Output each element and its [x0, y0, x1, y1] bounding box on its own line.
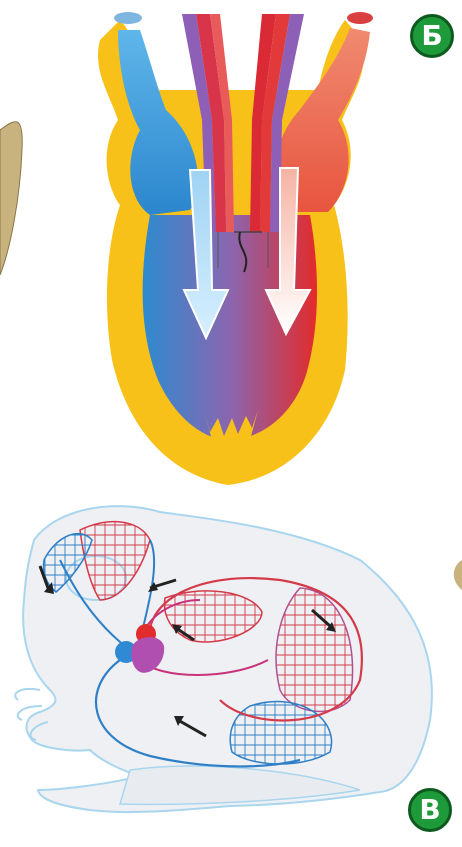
frog-circulation-diagram: [15, 506, 432, 812]
heart-diagram: [98, 12, 373, 485]
neighbor-figure-edge: [0, 122, 22, 275]
panel-label-v: В: [408, 788, 452, 832]
panel-label-b: Б: [410, 14, 454, 58]
vein-cap-right: [347, 12, 373, 24]
vein-cap-left: [114, 12, 142, 24]
neighbor-figure-edge-right: [454, 560, 462, 590]
